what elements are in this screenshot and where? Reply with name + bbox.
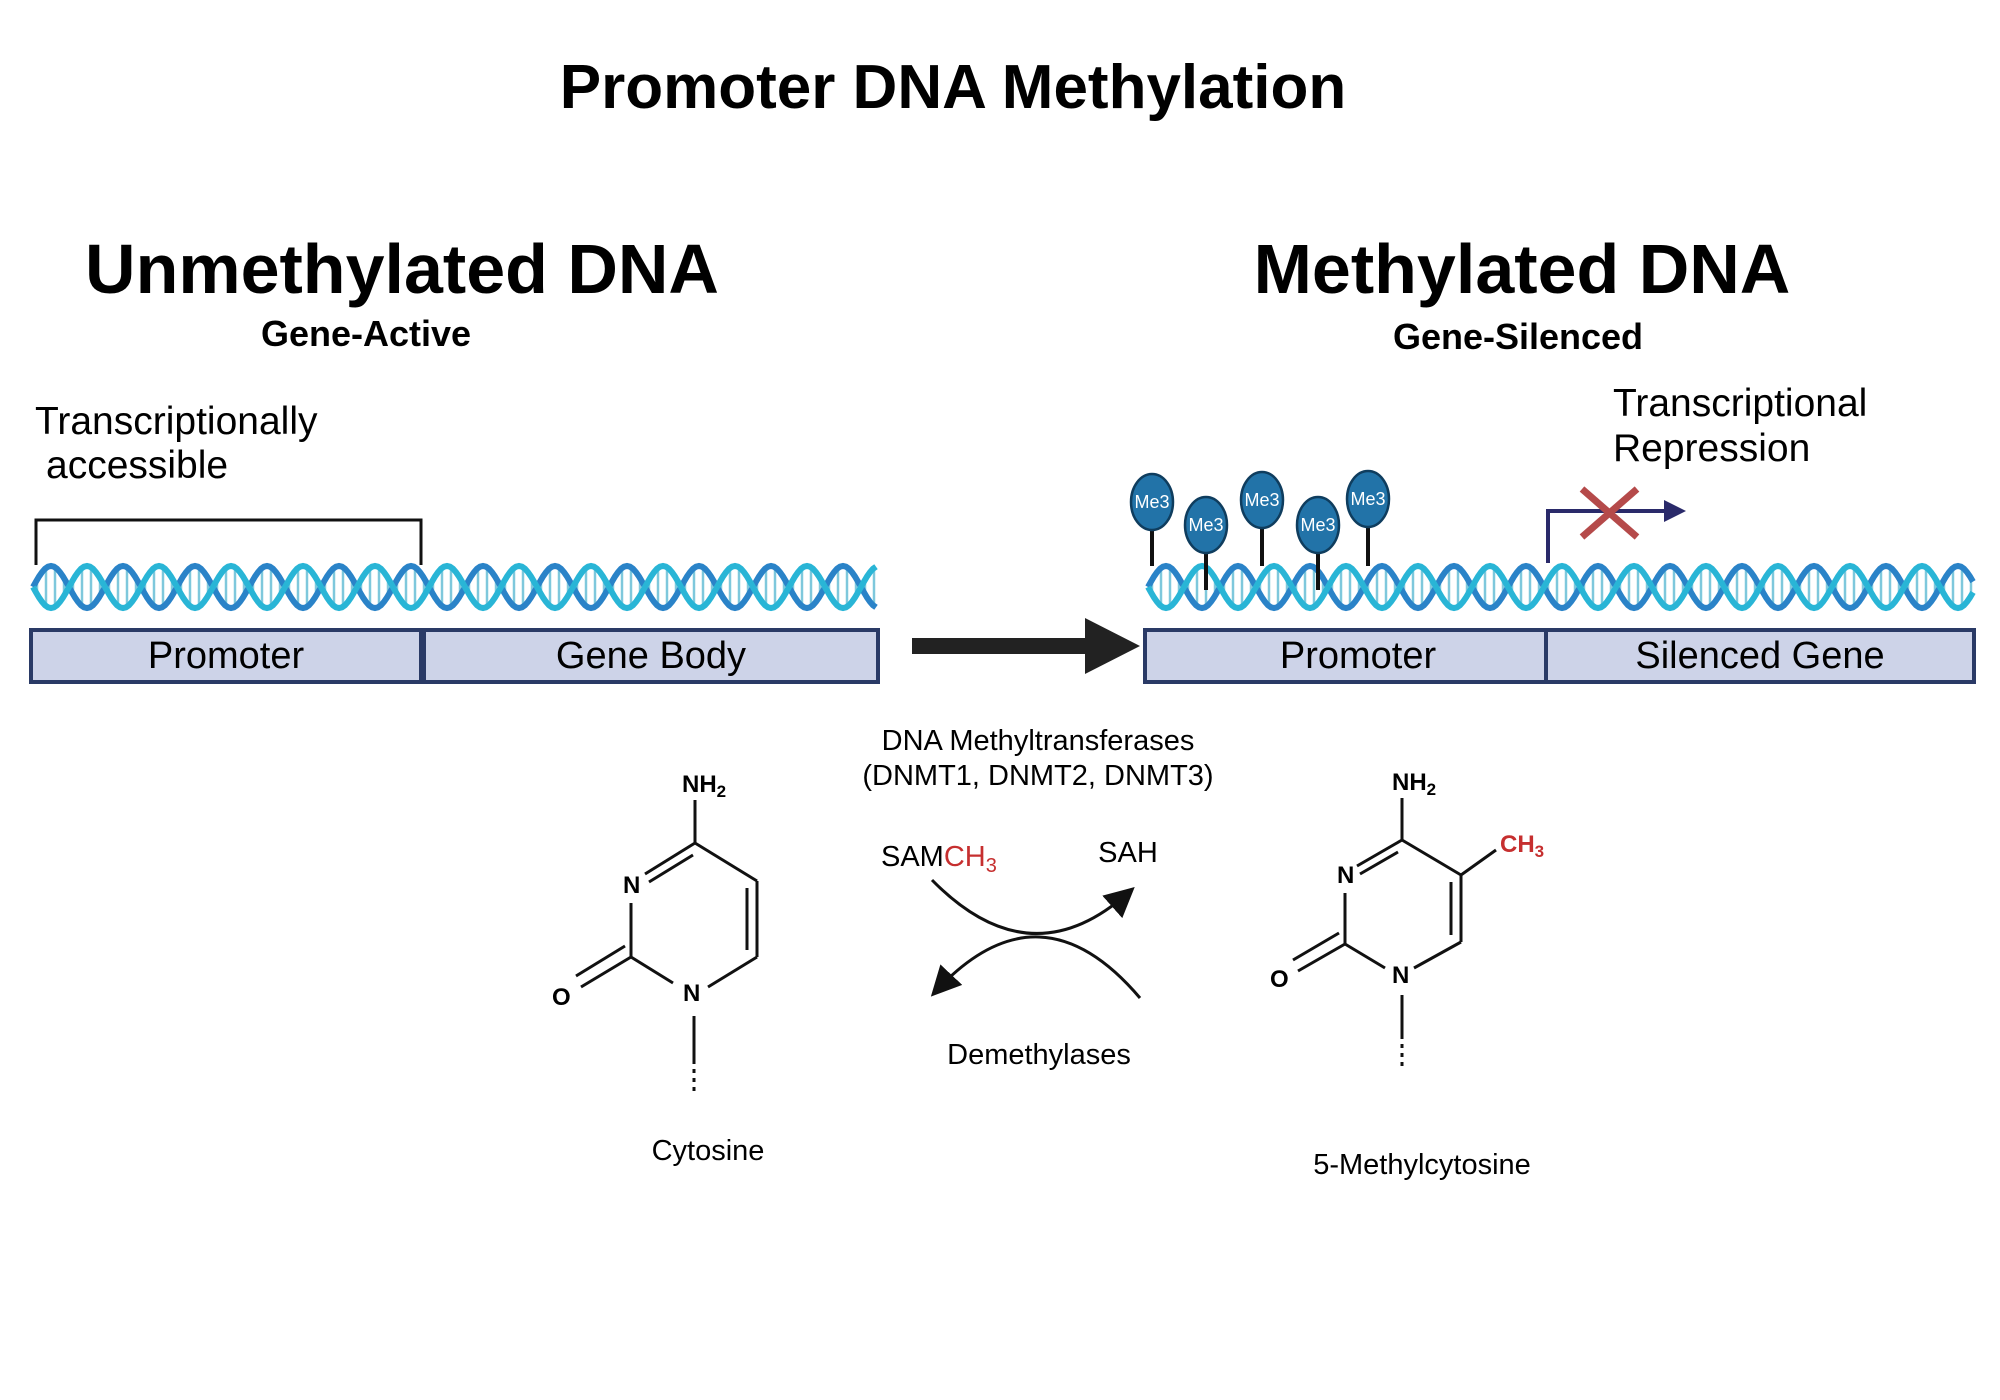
cytosine-nh2: NH2 — [682, 771, 726, 801]
cytosine-o: O — [552, 984, 571, 1011]
ch3-text: CH — [944, 841, 986, 873]
dna-helix-icon — [30, 562, 878, 612]
methyl-tag-label: Me3 — [1188, 515, 1223, 535]
right-gene-boxes: Promoter Silenced Gene — [1143, 628, 1976, 684]
methylation-curved-arrow — [930, 878, 1135, 935]
cytosine-name: Cytosine — [652, 1135, 765, 1167]
cytosine-nh2-text: NH — [682, 771, 717, 798]
gene-silenced-subheading: Gene-Silenced — [1393, 316, 1643, 357]
methyl-tag-label: Me3 — [1350, 489, 1385, 509]
methylcytosine-ch3-text: CH — [1500, 831, 1535, 858]
dna-helix-icon — [1145, 562, 1976, 612]
gene-body-box — [422, 628, 880, 684]
methyl-group-icon: Me3 — [1239, 470, 1285, 566]
methylcytosine-name: 5-Methylcytosine — [1313, 1149, 1531, 1181]
dnmt-label-line-2: (DNMT1, DNMT2, DNMT3) — [862, 760, 1213, 792]
dnmt-label-line-1: DNA Methyltransferases — [882, 725, 1195, 757]
ch3-subscript: 3 — [986, 855, 997, 877]
accessible-line-1: Transcriptionally — [35, 400, 318, 443]
demethylases-label: Demethylases — [947, 1039, 1131, 1071]
gene-active-subheading: Gene-Active — [261, 313, 471, 354]
methyl-group-icon: Me3 — [1295, 495, 1341, 590]
methylcytosine-n3: N — [1337, 862, 1354, 889]
methylcytosine-ch3: CH3 — [1500, 831, 1544, 861]
helix-strand — [30, 562, 878, 612]
accessible-line-2: accessible — [46, 444, 228, 487]
helix-strand — [1145, 562, 1976, 612]
left-gene-boxes: Promoter Gene Body — [29, 628, 880, 684]
methylcytosine-nh2-text: NH — [1392, 769, 1427, 796]
methylcytosine-o: O — [1270, 966, 1289, 993]
methyl-tag-label: Me3 — [1244, 490, 1279, 510]
methyl-group-icon: Me3 — [1345, 469, 1391, 566]
promoter-box — [29, 628, 423, 684]
unmethylated-heading: Unmethylated DNA — [85, 230, 719, 308]
gene-body-box-label: Gene Body — [556, 635, 746, 677]
cytosine-n3: N — [623, 872, 640, 899]
methylated-heading: Methylated DNA — [1254, 230, 1791, 308]
silenced-gene-box-label: Silenced Gene — [1635, 635, 1884, 677]
repression-line-2: Repression — [1613, 427, 1810, 470]
helix-strand — [1145, 562, 1976, 612]
methylcytosine-structure: NH2 CH3 N N O — [1270, 769, 1544, 1067]
promoter-bracket — [34, 518, 423, 565]
sam-text: SAM — [881, 841, 944, 873]
helix-strand — [30, 562, 878, 612]
methyl-tag-label: Me3 — [1134, 492, 1169, 512]
process-arrow-icon — [912, 618, 1140, 674]
repression-line-1: Transcriptional — [1613, 382, 1867, 425]
methylated-promoter-box-label: Promoter — [1280, 635, 1437, 677]
methyl-group-icon: Me3 — [1183, 495, 1229, 590]
transcriptional-repression-label: Transcriptional Repression — [1613, 382, 1878, 470]
methyl-group-icon: Me3 — [1129, 472, 1175, 566]
silenced-gene-box — [1544, 628, 1976, 684]
cytosine-nh2-subscript: 2 — [717, 782, 726, 801]
blocked-x-icon — [1579, 486, 1640, 540]
diagram-title: Promoter DNA Methylation — [560, 53, 1347, 122]
promoter-box-label: Promoter — [148, 635, 305, 677]
methylcytosine-nh2: NH2 — [1392, 769, 1436, 799]
cytosine-n1: N — [683, 980, 700, 1007]
sam-label: SAMCH3 — [881, 841, 997, 877]
cytosine-structure: NH2 N N O — [552, 771, 759, 1092]
sah-label: SAH — [1098, 837, 1158, 869]
methyl-groups: Me3 Me3 Me3 Me3 Me3 — [1129, 469, 1391, 590]
methylcytosine-nh2-subscript: 2 — [1427, 780, 1436, 799]
methylcytosine-ch3-subscript: 3 — [1535, 842, 1544, 861]
methylated-promoter-box — [1143, 628, 1548, 684]
demethylation-curved-arrow — [930, 935, 1142, 999]
transcription-start-arrow-icon — [1546, 500, 1686, 563]
methyl-tag-label: Me3 — [1300, 515, 1335, 535]
methylcytosine-n1: N — [1392, 962, 1409, 989]
transcriptionally-accessible-label: Transcriptionally accessible — [35, 400, 328, 487]
